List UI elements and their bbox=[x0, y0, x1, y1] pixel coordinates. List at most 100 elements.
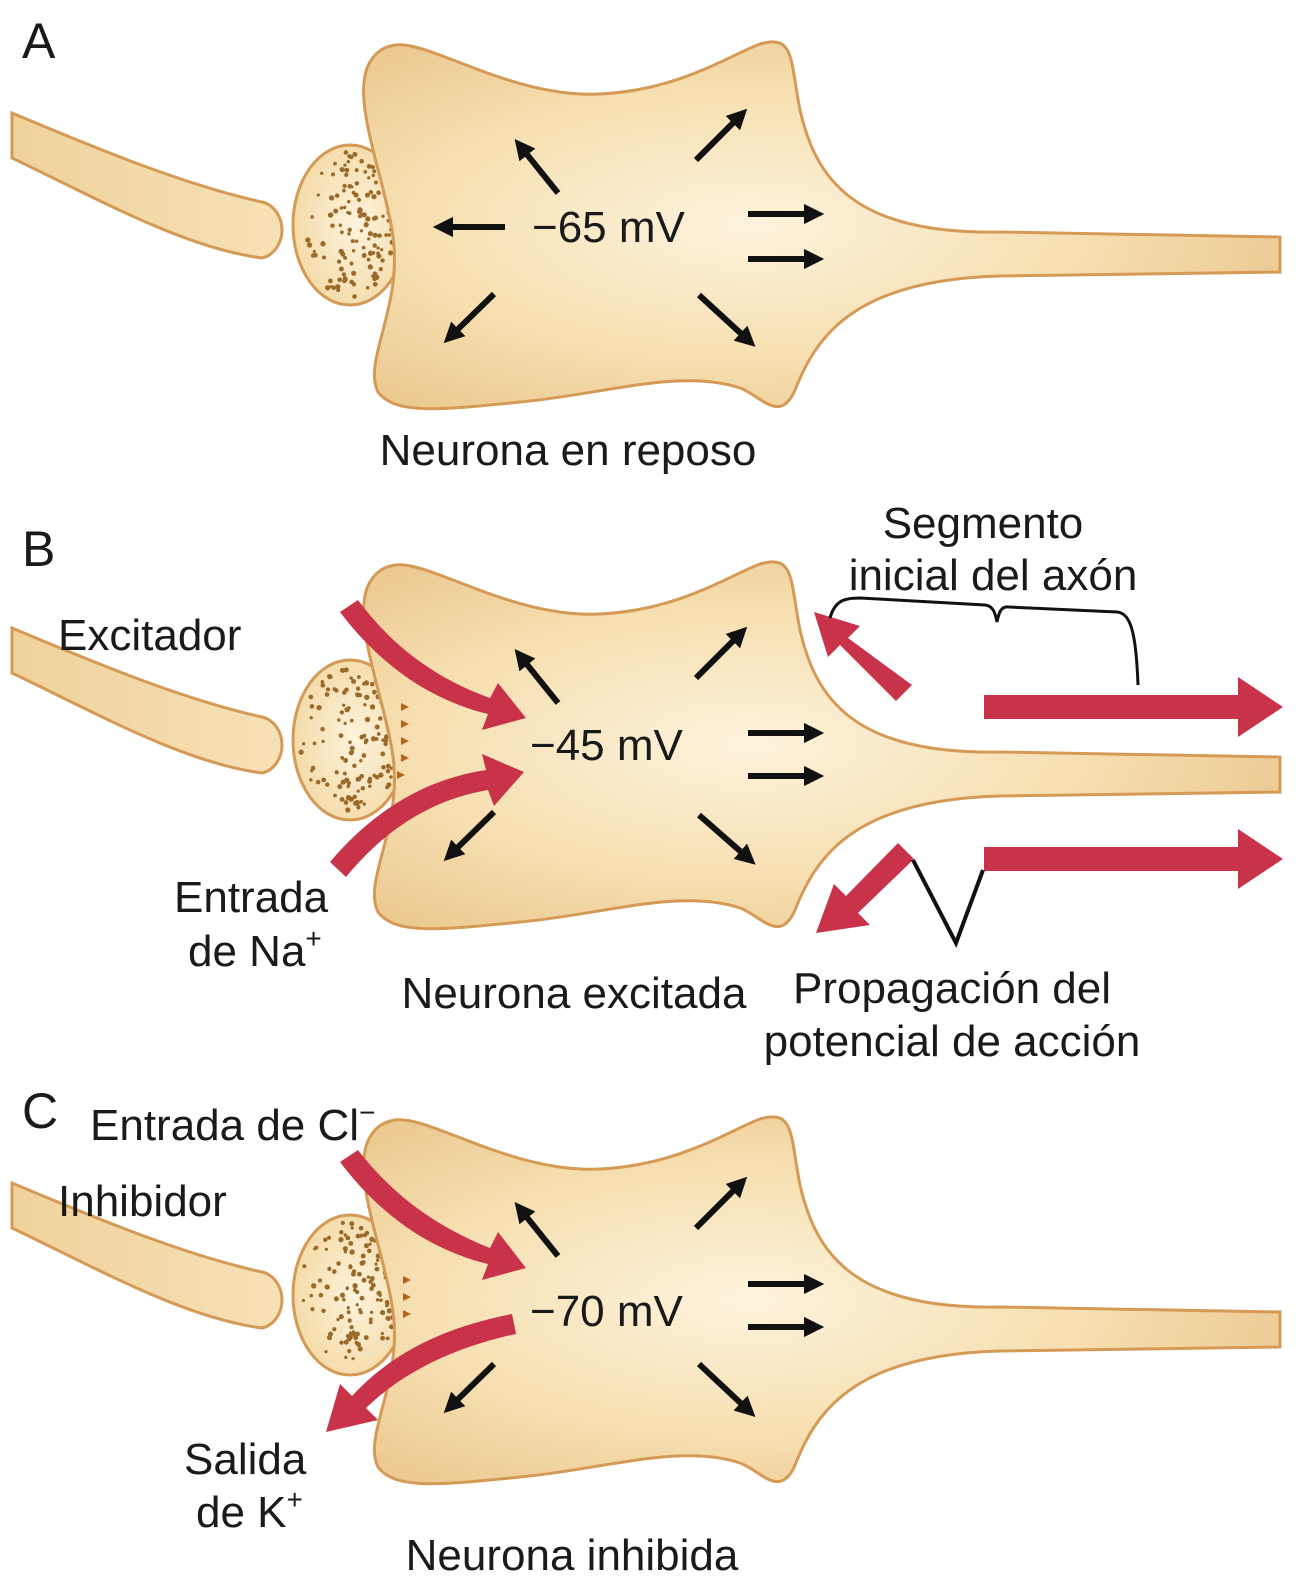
vesicle-dot bbox=[352, 764, 356, 768]
vesicle-dot bbox=[362, 212, 367, 217]
vesicle-dot bbox=[362, 753, 367, 758]
vesicle-dot bbox=[354, 193, 359, 198]
vesicle-dot bbox=[337, 718, 340, 721]
vesicle-dot bbox=[367, 1249, 372, 1254]
vesicle-dot bbox=[347, 160, 350, 163]
vesicle-dot bbox=[355, 168, 359, 172]
vesicle-dot bbox=[311, 766, 316, 771]
vesicle-dot bbox=[349, 1331, 353, 1335]
vesicle-dot bbox=[340, 230, 344, 234]
membrane-potential-a: −65 mV bbox=[532, 203, 686, 252]
vesicle-dot bbox=[381, 215, 384, 218]
vesicle-dot bbox=[386, 769, 391, 774]
vesicle-dot bbox=[302, 742, 305, 745]
vesicle-dot bbox=[336, 1318, 339, 1321]
vesicle-dot bbox=[332, 1269, 337, 1274]
vesicle-dot bbox=[379, 1298, 383, 1302]
vesicle-dot bbox=[336, 1261, 341, 1266]
label-entrada-cl: Entrada de Cl− bbox=[90, 1097, 375, 1150]
vesicle-dot bbox=[363, 802, 366, 805]
vesicle-dot bbox=[348, 740, 352, 744]
vesicle-dot bbox=[311, 1283, 316, 1288]
action-potential-spike-icon bbox=[913, 860, 983, 943]
label-entrada-na-line1: Entrada bbox=[174, 873, 329, 922]
vesicle-dot bbox=[378, 716, 383, 721]
vesicle-dot bbox=[337, 259, 341, 263]
vesicle-dot bbox=[359, 159, 364, 164]
panel-c-letter: C bbox=[22, 1083, 58, 1139]
vesicle-dot bbox=[367, 1275, 371, 1279]
vesicle-dot bbox=[344, 168, 349, 173]
vesicle-dot bbox=[316, 780, 321, 785]
vesicle-dot bbox=[337, 784, 342, 789]
vesicle-dot bbox=[310, 215, 314, 219]
vesicle-dot bbox=[376, 246, 379, 249]
vesicle-dot bbox=[367, 164, 372, 169]
vesicle-dot bbox=[309, 1294, 313, 1298]
vesicle-dot bbox=[325, 285, 330, 290]
vesicle-dot bbox=[385, 1316, 390, 1321]
vesicle-dot bbox=[340, 252, 345, 257]
vesicle-dot bbox=[352, 294, 357, 299]
vesicle-dot bbox=[348, 1319, 352, 1323]
vesicle-dot bbox=[349, 1264, 353, 1268]
vesicle-dot bbox=[372, 690, 377, 695]
vesicle-dot bbox=[356, 805, 360, 809]
vesicle-dot bbox=[353, 801, 358, 806]
vesicle-dot bbox=[320, 683, 325, 688]
vesicle-dot bbox=[365, 216, 370, 221]
vesicle-dot bbox=[350, 185, 353, 188]
vesicle-dot bbox=[372, 174, 376, 178]
vesicle-dot bbox=[348, 211, 352, 215]
vesicle-dot bbox=[373, 282, 378, 287]
vesicle-dot bbox=[349, 280, 354, 285]
vesicle-dot bbox=[343, 164, 346, 167]
vesicle-dot bbox=[369, 1320, 373, 1324]
vesicle-dot bbox=[357, 789, 360, 792]
label-entrada-na-text: de Na bbox=[188, 927, 306, 976]
vesicle-dot bbox=[358, 1308, 362, 1312]
vesicle-dot bbox=[361, 786, 366, 791]
vesicle-dot bbox=[344, 800, 349, 805]
vesicle-dot bbox=[341, 1221, 345, 1225]
vesicle-dot bbox=[348, 1241, 353, 1246]
vesicle-dot bbox=[370, 682, 375, 687]
vesicle-dot bbox=[325, 782, 329, 786]
vesicle-dot bbox=[351, 1226, 354, 1229]
vesicle-dot bbox=[376, 190, 381, 195]
vesicle-dot bbox=[351, 271, 356, 276]
vesicle-dot bbox=[333, 208, 338, 213]
caption-inhibited-neuron: Neurona inhibida bbox=[406, 1531, 739, 1580]
vesicle-dot bbox=[380, 752, 385, 757]
vesicle-dot bbox=[325, 1248, 328, 1251]
vesicle-dot bbox=[345, 1236, 350, 1241]
vesicle-dot bbox=[331, 172, 335, 176]
vesicle-dot bbox=[361, 1254, 366, 1259]
label-propagacion-line2: potencial de acción bbox=[764, 1017, 1141, 1066]
vesicle-dot bbox=[359, 1226, 364, 1231]
vesicle-dot bbox=[346, 795, 351, 800]
vesicle-dot bbox=[384, 233, 388, 237]
vesicle-dot bbox=[309, 778, 313, 782]
vesicle-dot bbox=[372, 243, 376, 247]
vesicle-dot bbox=[344, 1356, 347, 1359]
vesicle-dot bbox=[339, 223, 343, 227]
label-salida-k-text: de K bbox=[196, 1488, 287, 1537]
vesicle-dot bbox=[360, 1296, 365, 1301]
vesicle-dot bbox=[329, 195, 334, 200]
vesicle-dot bbox=[360, 1261, 365, 1266]
vesicle-dot bbox=[340, 797, 345, 802]
caption-resting-neuron: Neurona en reposo bbox=[380, 426, 757, 475]
vesicle-dot bbox=[379, 267, 383, 271]
vesicle-dot bbox=[349, 1249, 354, 1254]
vesicle-dot bbox=[347, 1349, 351, 1353]
vesicle-dot bbox=[343, 276, 347, 280]
vesicle-dot bbox=[325, 1284, 330, 1289]
vesicle-dot bbox=[320, 727, 325, 732]
vesicle-dot bbox=[347, 200, 350, 203]
caption-excited-neuron: Neurona excitada bbox=[402, 969, 747, 1018]
vesicle-dot bbox=[311, 253, 316, 258]
vesicle-dot bbox=[307, 242, 312, 247]
vesicle-dot bbox=[359, 759, 362, 762]
